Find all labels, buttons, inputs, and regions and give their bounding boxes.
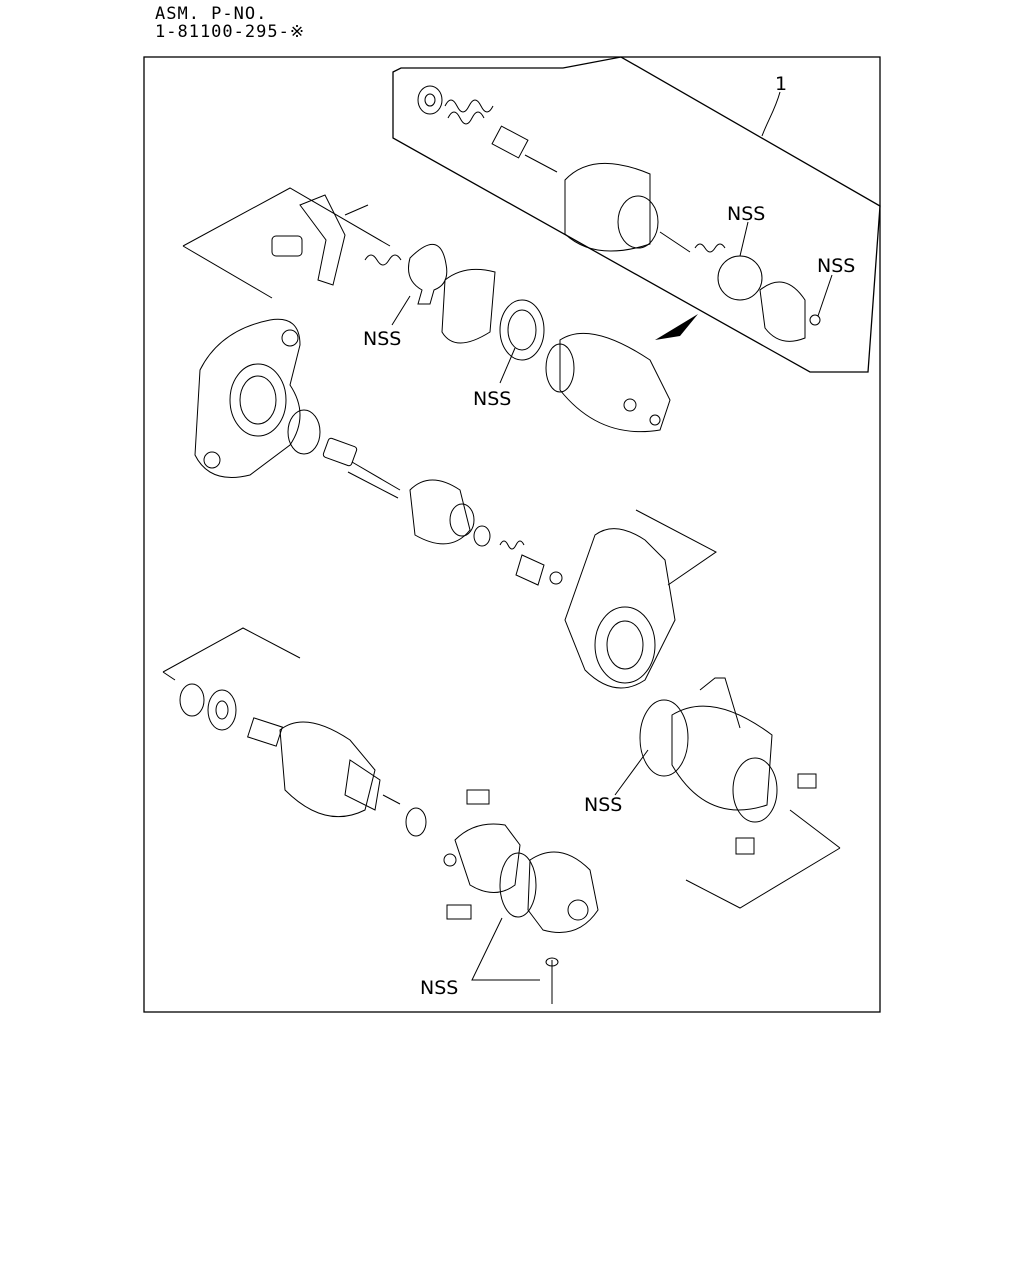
center-housing — [564, 528, 676, 689]
nss-lever-gasket-leader — [391, 295, 411, 326]
nss-solenoid-seal-leader — [499, 347, 516, 384]
front-housing-seal-ring — [287, 409, 321, 455]
rear-cover — [499, 851, 599, 1004]
armature-group — [179, 683, 427, 837]
nss-yoke-oring-leader — [614, 749, 649, 796]
center-housing-bracket — [635, 509, 717, 586]
nss-rear-cover-bolt-callout: NSS — [420, 977, 458, 999]
lever-bracket-leg — [182, 245, 273, 299]
item-1-leader — [761, 91, 781, 137]
solenoid-kit-inset-frame — [392, 56, 881, 373]
item-1-callout: 1 — [775, 73, 787, 95]
inset-plunger-group — [417, 85, 821, 342]
nss-solenoid-seal-callout: NSS — [473, 388, 511, 410]
front-housing — [194, 318, 301, 478]
nss-rear-cover-bolt-leader — [471, 917, 540, 981]
assembly-part-number-label: ASM. P-NO. — [155, 4, 268, 24]
yoke-bracket-leg — [789, 809, 841, 849]
solenoid-pointer-arrow — [655, 314, 698, 340]
diagram-frame — [143, 56, 881, 1013]
nss-plunger-oring-callout: NSS — [727, 203, 765, 225]
pinion-clutch-group — [322, 437, 563, 586]
yoke-group-bracket — [685, 847, 841, 909]
brush-holder — [443, 789, 521, 920]
assembly-part-number: 1-81100-295-※ — [155, 22, 306, 42]
nss-terminal-nut-leader — [817, 274, 833, 317]
armature-bracket-leg — [162, 671, 176, 681]
armature-group-bracket — [162, 627, 301, 673]
lever-group-bracket — [182, 187, 391, 247]
yoke-field-frame — [639, 677, 817, 855]
nss-terminal-nut-callout: NSS — [817, 255, 855, 277]
solenoid-switch — [545, 332, 671, 433]
shift-lever-group — [271, 194, 545, 361]
nss-plunger-oring-leader — [739, 221, 749, 257]
nss-lever-gasket-callout: NSS — [363, 328, 401, 350]
nss-yoke-oring-callout: NSS — [584, 794, 622, 816]
